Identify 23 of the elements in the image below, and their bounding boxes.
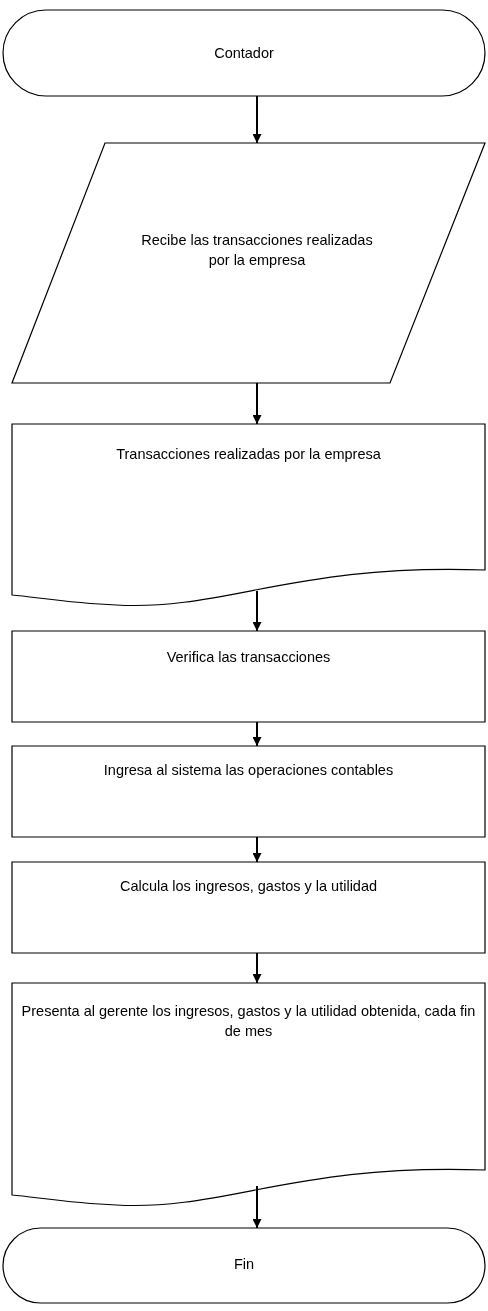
node-text: Verifica las transacciones: [165, 648, 332, 667]
document-shape: [12, 983, 485, 1205]
process-box: [12, 631, 485, 722]
node-text: Transacciones realizadas por la empresa: [115, 445, 382, 464]
node-text: Contador: [213, 44, 275, 63]
node-text: Presenta al gerente los ingresos, gastos y la utilidad obtenida, cada fin de mes: [20, 1002, 477, 1041]
node-text: Calcula los ingresos, gastos y la utilidad: [118, 877, 379, 896]
process-box: [12, 862, 485, 953]
node-text: Fin: [232, 1255, 256, 1274]
node-text: Recibe las transacciones realizadas por la empresa: [140, 231, 374, 270]
input-parallelogram: [12, 143, 485, 383]
node-text: Ingresa al sistema las operaciones contables: [102, 761, 395, 780]
terminator-shape: [3, 10, 485, 96]
arrow: [252, 1185, 262, 1229]
document-shape: [12, 424, 485, 605]
terminator-shape: [3, 1228, 485, 1303]
process-box: [12, 746, 485, 837]
arrow: [252, 952, 262, 984]
arrow: [252, 95, 262, 144]
arrow: [252, 721, 262, 747]
arrow: [252, 836, 262, 863]
arrow: [252, 590, 262, 632]
arrow: [252, 382, 262, 425]
